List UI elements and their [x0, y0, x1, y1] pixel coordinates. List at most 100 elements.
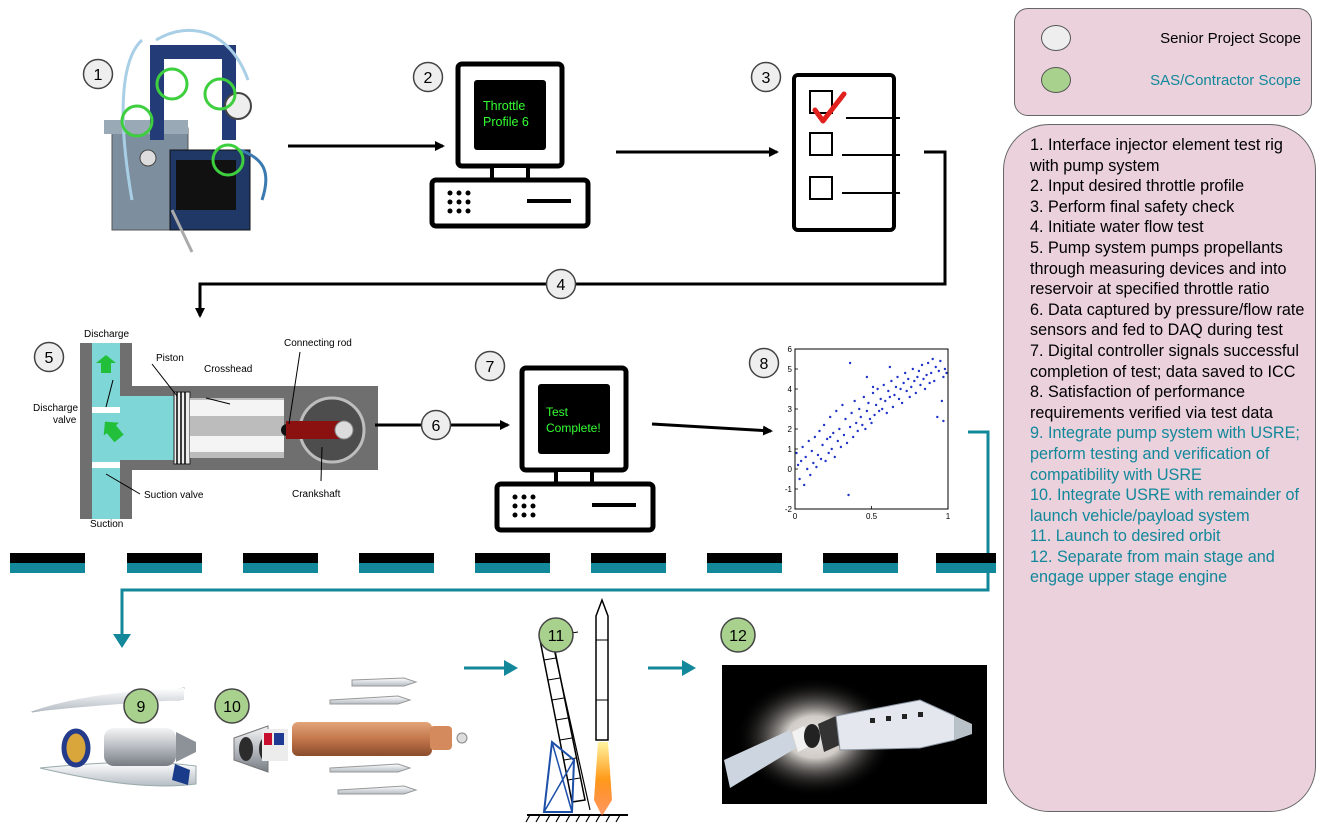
reciprocating-pump-diagram [80, 343, 378, 519]
scatter-point [838, 427, 841, 431]
scatter-point [894, 385, 898, 389]
separator-dash-black [475, 553, 550, 563]
scatter-point [871, 391, 875, 395]
separator-dash-teal [243, 563, 318, 573]
step-badge-1: 1 [82, 58, 114, 90]
scope-legend: Senior Project Scope SAS/Contractor Scop… [1014, 8, 1312, 116]
scatter-point [942, 375, 945, 379]
step-text: 8. Satisfaction of performance requireme… [1030, 383, 1273, 422]
svg-text:7: 7 [486, 359, 495, 376]
scatter-point [905, 389, 908, 393]
separator-dash-black [591, 553, 666, 563]
scatter-point [799, 459, 803, 463]
step-badge-8: 8 [748, 347, 780, 379]
scatter-point [828, 435, 832, 439]
scatter-point [885, 411, 888, 415]
y-tick-label: -2 [785, 505, 793, 514]
scatter-point [896, 375, 899, 379]
scatter-point [855, 421, 858, 425]
legend-sas-row: SAS/Contractor Scope [1015, 65, 1311, 99]
scatter-point [816, 453, 820, 457]
step-badge-10: 10 [214, 688, 250, 724]
scatter-point [818, 429, 821, 433]
scatter-point [940, 399, 944, 403]
scatter-point [879, 397, 882, 401]
step-badge-5: 5 [33, 341, 65, 373]
x-tick-label: 0.5 [866, 512, 878, 521]
scatter-point [862, 395, 866, 399]
separator-dash-black [10, 553, 85, 563]
scatter-point [821, 443, 824, 447]
scatter-point [933, 379, 936, 383]
scatter-point [865, 409, 869, 413]
svg-text:1: 1 [94, 67, 103, 84]
legend-senior-swatch [1041, 25, 1071, 51]
y-tick-label: 1 [788, 445, 793, 454]
scatter-point [925, 373, 928, 377]
y-tick-label: 6 [788, 345, 793, 354]
step-badge-9: 9 [123, 688, 159, 724]
svg-text:8: 8 [760, 356, 769, 373]
scatter-point [911, 367, 915, 371]
separator-dash-black [243, 553, 318, 563]
scatter-point [853, 399, 856, 403]
scatter-point [908, 395, 911, 399]
scatter-point [934, 365, 937, 369]
scatter-point [897, 397, 901, 401]
y-tick-label: 5 [788, 365, 793, 374]
scatter-point [937, 369, 941, 373]
scatter-point [824, 459, 827, 463]
step-badge-3: 3 [750, 61, 782, 93]
scatter-point [836, 439, 840, 443]
svg-text:4: 4 [557, 277, 566, 294]
svg-text:5: 5 [45, 350, 54, 367]
step-text: 1. Interface injector element test rig w… [1030, 136, 1283, 175]
complete-screen-line1: Test [546, 405, 569, 419]
steps-description-panel: 1. Interface injector element test rig w… [1003, 124, 1316, 812]
scatter-point [867, 401, 870, 405]
scatter-point [884, 399, 887, 403]
scatter-point [804, 455, 807, 459]
scatter-point [813, 435, 817, 439]
exploded-launch-vehicle [30, 677, 468, 795]
pump-label-discharge: Discharge [84, 329, 129, 340]
scatter-point [807, 439, 810, 443]
throttle-screen-line2: Profile 6 [483, 115, 529, 129]
separator-dash-teal [936, 563, 996, 573]
pump-label-crosshead: Crosshead [204, 364, 252, 375]
step-text: 12. Separate from main stage and engage … [1030, 547, 1275, 587]
safety-checklist-icon [792, 73, 900, 232]
scatter-point [828, 415, 832, 419]
scatter-point [871, 385, 875, 389]
scatter-point [887, 389, 890, 393]
scatter-point [891, 405, 895, 409]
separator-dash-teal [475, 563, 550, 573]
scatter-point [903, 371, 907, 375]
x-tick-label: 1 [946, 512, 951, 521]
scatter-point [928, 381, 931, 385]
scatter-point [835, 409, 838, 413]
step-badge-6: 6 [420, 409, 452, 441]
scatter-point [858, 407, 861, 411]
arrow-8-to-9 [120, 430, 990, 636]
arrow-10-to-11-head [504, 660, 518, 676]
scatter-point [888, 365, 892, 369]
scatter-point [806, 467, 809, 471]
pump-label-suction: Suction [90, 519, 123, 530]
pump-label-piston: Piston [156, 353, 184, 364]
step-badge-7: 7 [474, 350, 506, 382]
step-text: 2. Input desired throttle profile [1030, 177, 1245, 196]
arrow-7-to-8 [651, 422, 773, 436]
scatter-point [888, 395, 892, 399]
y-tick-label: -1 [785, 485, 793, 494]
scatter-point [926, 361, 930, 365]
scatter-point [839, 445, 843, 449]
step-text: 7. Digital controller signals successful… [1030, 341, 1300, 381]
svg-text:12: 12 [729, 628, 747, 645]
scatter-point [830, 447, 833, 451]
pump-label-connecting-rod: Connecting rod [284, 338, 352, 349]
scatter-point [917, 369, 921, 373]
pump-label-crankshaft: Crankshaft [292, 489, 341, 500]
scatter-point [876, 387, 879, 391]
pump-label-discharge-valve-2: valve [53, 415, 77, 426]
